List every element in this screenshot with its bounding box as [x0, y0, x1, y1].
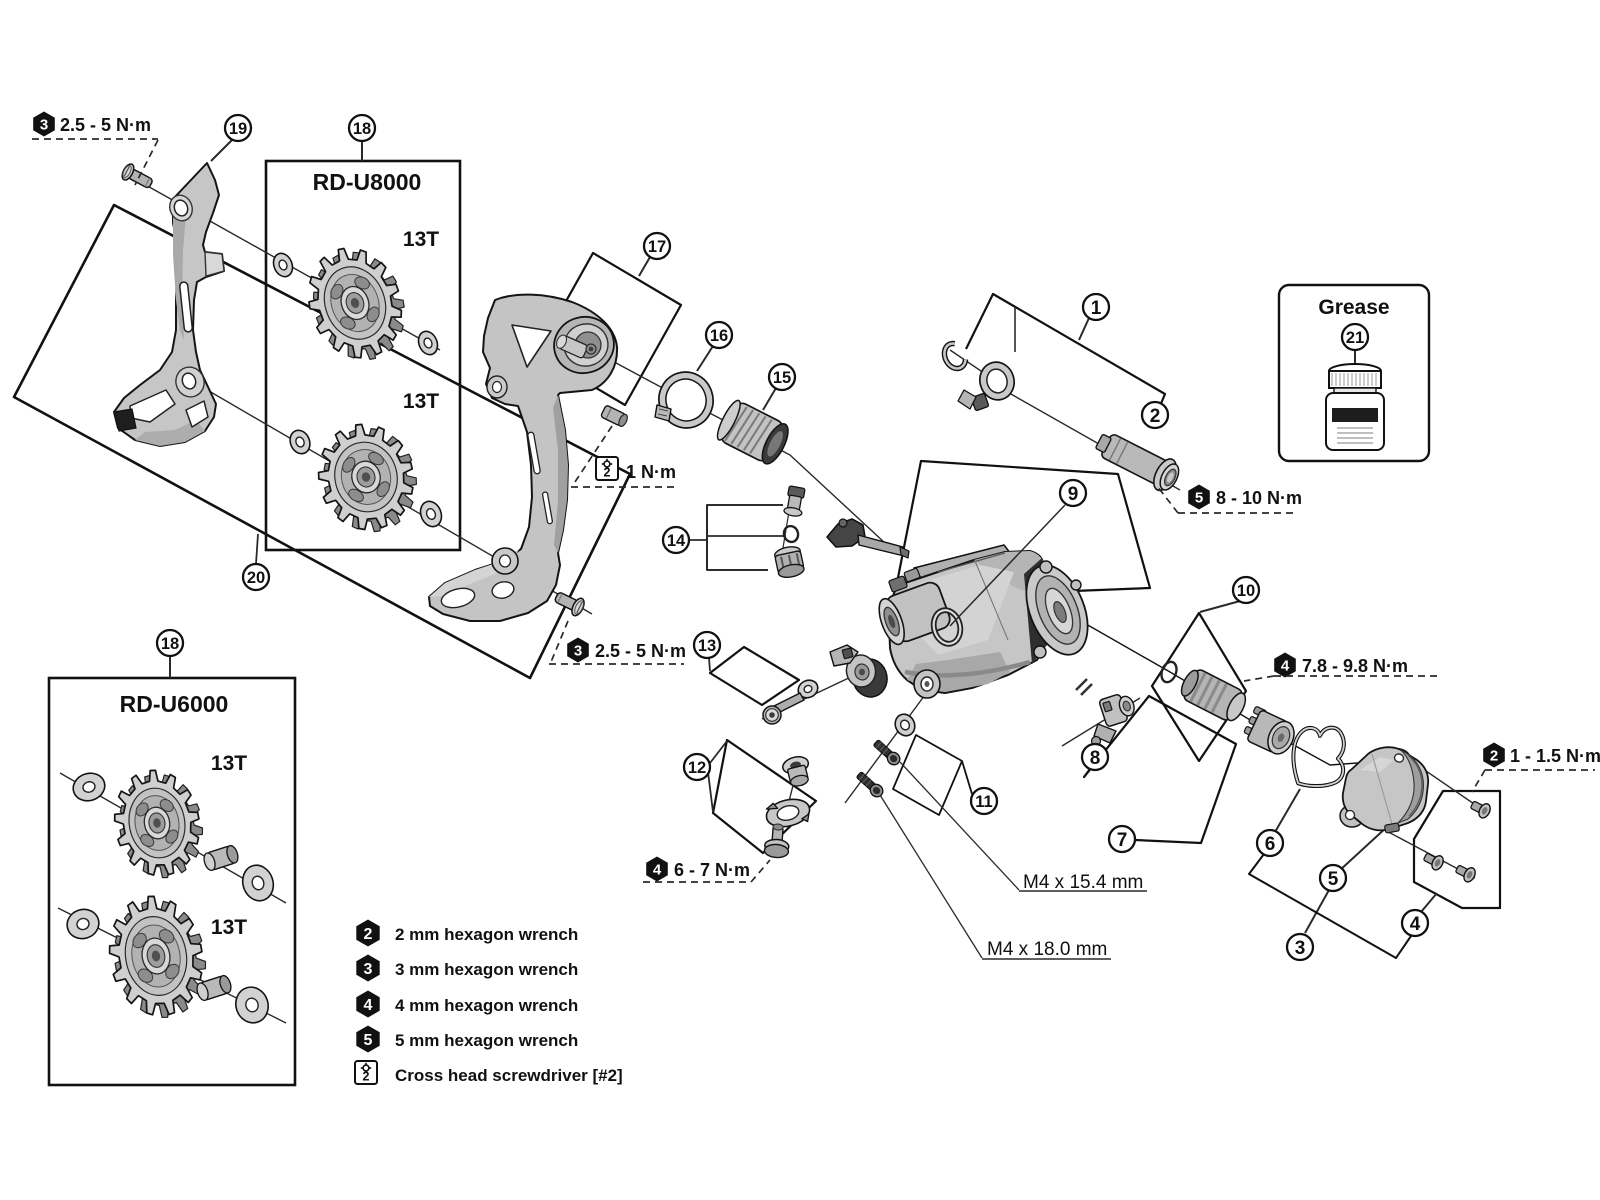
- svg-text:4 mm hexagon wrench: 4 mm hexagon wrench: [395, 996, 578, 1015]
- svg-text:3: 3: [574, 642, 582, 659]
- svg-text:1 N·m: 1 N·m: [626, 462, 676, 482]
- svg-text:6 - 7 N·m: 6 - 7 N·m: [674, 860, 750, 880]
- svg-text:9: 9: [1068, 484, 1079, 505]
- svg-text:13T: 13T: [403, 228, 439, 251]
- svg-text:16: 16: [710, 327, 728, 345]
- svg-text:12: 12: [688, 759, 706, 777]
- svg-text:3 mm hexagon wrench: 3 mm hexagon wrench: [395, 960, 578, 979]
- svg-text:10: 10: [1237, 582, 1255, 600]
- svg-text:4: 4: [1410, 914, 1421, 935]
- svg-text:19: 19: [229, 120, 247, 138]
- svg-text:2 mm hexagon wrench: 2 mm hexagon wrench: [395, 925, 578, 944]
- svg-text:5: 5: [1328, 869, 1339, 890]
- svg-text:5: 5: [364, 1032, 373, 1049]
- svg-text:4: 4: [653, 861, 662, 878]
- svg-text:20: 20: [247, 569, 265, 587]
- svg-text:8: 8: [1090, 748, 1101, 769]
- svg-text:1: 1: [1091, 298, 1102, 319]
- svg-text:15: 15: [773, 369, 791, 387]
- svg-text:2.5 - 5 N·m: 2.5 - 5 N·m: [595, 641, 686, 661]
- svg-text:21: 21: [1346, 329, 1364, 347]
- svg-text:2: 2: [1490, 747, 1498, 764]
- svg-text:M4 x 15.4 mm: M4 x 15.4 mm: [1023, 872, 1143, 893]
- svg-text:8 - 10 N·m: 8 - 10 N·m: [1216, 488, 1302, 508]
- svg-text:2: 2: [364, 926, 373, 943]
- svg-text:11: 11: [975, 793, 992, 811]
- svg-text:17: 17: [648, 238, 666, 256]
- svg-text:4: 4: [364, 997, 373, 1014]
- svg-text:4: 4: [1281, 657, 1290, 674]
- svg-text:3: 3: [40, 116, 48, 133]
- svg-text:5 mm hexagon wrench: 5 mm hexagon wrench: [395, 1031, 578, 1050]
- svg-text:6: 6: [1265, 834, 1276, 855]
- svg-text:RD-U8000: RD-U8000: [313, 169, 422, 195]
- svg-text:7.8 - 9.8 N·m: 7.8 - 9.8 N·m: [1302, 656, 1408, 676]
- svg-text:13: 13: [698, 637, 716, 655]
- svg-text:Grease: Grease: [1318, 296, 1389, 319]
- svg-text:Cross head screwdriver [#2]: Cross head screwdriver [#2]: [395, 1066, 623, 1085]
- svg-text:RD-U6000: RD-U6000: [120, 691, 229, 717]
- svg-text:2: 2: [604, 466, 611, 480]
- svg-text:18: 18: [161, 635, 179, 653]
- svg-text:1 - 1.5 N·m: 1 - 1.5 N·m: [1510, 746, 1600, 766]
- svg-text:13T: 13T: [211, 752, 247, 775]
- svg-text:2: 2: [363, 1070, 370, 1084]
- svg-text:5: 5: [1195, 489, 1203, 506]
- svg-text:7: 7: [1117, 830, 1128, 851]
- svg-text:3: 3: [364, 961, 373, 978]
- svg-text:14: 14: [667, 532, 686, 550]
- svg-text:13T: 13T: [211, 916, 247, 939]
- svg-text:M4 x 18.0 mm: M4 x 18.0 mm: [987, 939, 1107, 960]
- svg-text:2: 2: [1150, 406, 1161, 427]
- svg-text:18: 18: [353, 120, 371, 138]
- svg-text:2.5 - 5 N·m: 2.5 - 5 N·m: [60, 115, 151, 135]
- svg-text:13T: 13T: [403, 390, 439, 413]
- svg-text:3: 3: [1295, 938, 1306, 959]
